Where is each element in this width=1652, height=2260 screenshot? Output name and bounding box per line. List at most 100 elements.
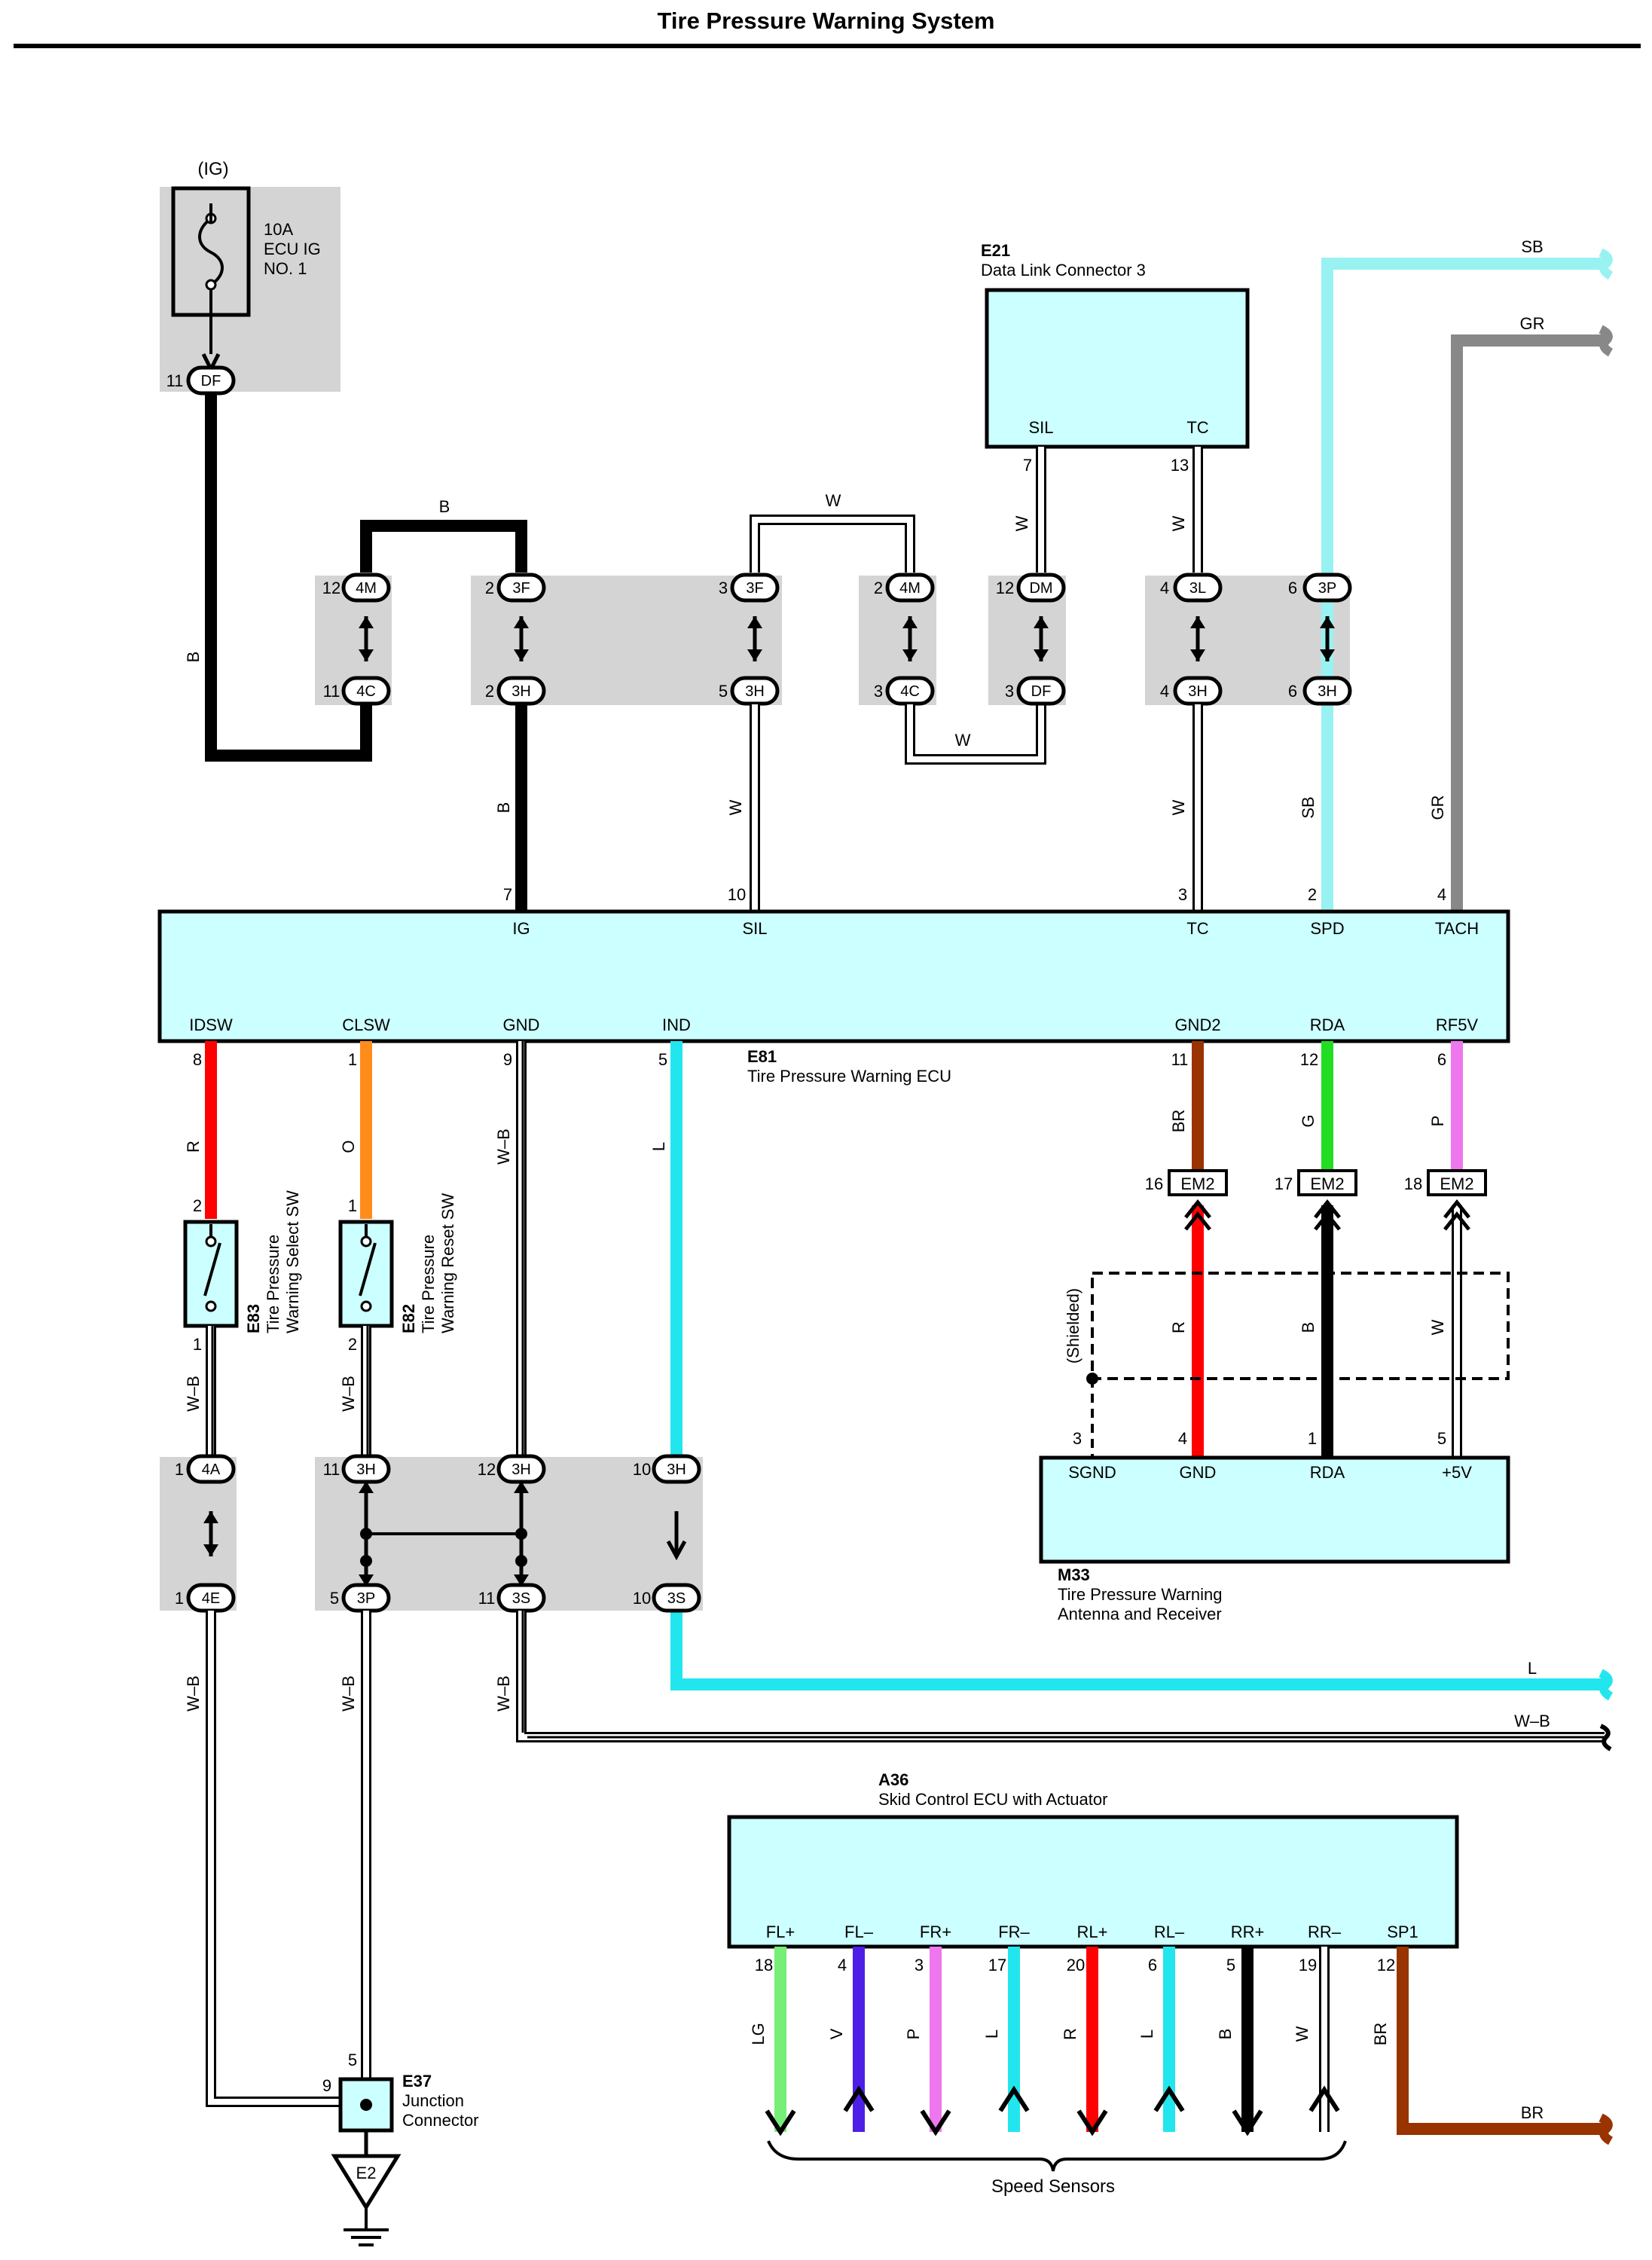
connector-3f-a: 3F [512,580,530,597]
pin-4m-right: 2 [874,579,883,597]
connector-3h-c: 3H [1188,683,1208,700]
connector-em2-a-box [1168,1169,1228,1196]
pin-em2-b: 17 [1275,1174,1293,1193]
pin-3h-d: 6 [1288,682,1297,701]
a36-skid-control-ecu [727,1815,1459,1949]
a36-pin-num-fl-minus: 4 [838,1956,847,1974]
connector-3p: 3P [1318,580,1336,597]
speed-sensors-brace [767,2140,1347,2172]
wire-label-b3: B [494,802,513,814]
a36-wire-label-fl-minus: V [827,2028,846,2039]
a36-wire-label-rr-plus: B [1216,2029,1235,2040]
wire-label-r-antenna: R [1169,1321,1188,1333]
e21-name: Data Link Connector 3 [981,261,1146,279]
e82-pin-bottom: 2 [348,1335,357,1354]
wire-label-w-top: W [826,491,841,510]
shield-label: (Shielded) [1064,1288,1083,1364]
connector-3s-a: 3S [512,1590,530,1607]
connector-4c-left: 4C [356,683,376,700]
connector-3l: 3L [1189,580,1206,597]
connector-4e: 4E [202,1590,220,1607]
fuse-name-line1: ECU IG [264,240,321,258]
a36-pin-num-rl-plus: 20 [1067,1956,1085,1974]
wire-label-sb: SB [1521,237,1543,256]
a36-wire-label-rr-minus: W [1293,2026,1312,2042]
e83-line2: Warning Select SW [283,1190,302,1333]
e81-pin-num-rda: 12 [1300,1050,1318,1069]
pin-3f-a: 2 [485,579,494,597]
connector-df-top: DF [201,373,221,389]
e81-pin-name-ind: IND [662,1015,691,1034]
connector-df-bottom: DF [1031,683,1052,700]
wire-b-top [360,520,527,573]
wire-label-gr2: GR [1428,796,1447,820]
wire-l-ind [670,1041,1605,1690]
pin-3h-b: 5 [719,682,728,701]
e37-pin-left: 9 [322,2076,331,2095]
a36-pin-num-sp1: 12 [1377,1956,1395,1974]
e21-data-link-connector [985,288,1250,449]
e81-pin-num-ig: 7 [503,885,512,904]
connector-4c-right: 4C [900,683,920,700]
ground-label: E2 [356,2164,377,2182]
pin-3p: 6 [1288,579,1297,597]
e81-pin-num-tc: 3 [1178,885,1187,904]
a36-pin-name-fr-plus: FR+ [920,1923,951,1941]
e82-line1: Tire Pressure [419,1235,438,1333]
wire-br-sp1 [1397,1947,1605,2135]
connector-3h-g: 3H [667,1461,686,1478]
a36-pin-name-sp1: SP1 [1387,1923,1418,1941]
a36-wire-label-fr-minus: L [982,2029,1001,2039]
e21-num-sil: 7 [1023,456,1032,475]
connector-em2-b-box [1297,1169,1357,1196]
e81-pin-num-tach: 4 [1437,885,1446,904]
a36-wire-label-fl-plus: LG [749,2023,768,2045]
connector-dm: DM [1029,580,1052,597]
a36-pin-num-rl-minus: 6 [1148,1956,1157,1974]
e81-code: E81 [747,1047,777,1066]
wire-w-bottom [905,704,1046,765]
a36-wire-label-rl-plus: R [1061,2028,1079,2040]
e81-pin-name-spd: SPD [1310,919,1344,938]
connector-3s-b: 3S [667,1590,686,1607]
connector-3h-e: 3H [356,1461,376,1478]
connector-4a: 4A [202,1461,221,1478]
pin-dm: 12 [996,579,1014,597]
e81-pin-num-gnd: 9 [503,1050,512,1069]
wire-br-end [1599,2113,1614,2145]
wire-label-w-antenna: W [1428,1319,1447,1335]
connector-em2-b: EM2 [1310,1174,1344,1193]
e37-line2: Connector [402,2111,479,2130]
e82-line2: Warning Reset SW [438,1193,457,1333]
e81-pin-name-rf5v: RF5V [1436,1015,1479,1034]
wire-label-wb-gnd: W–B [494,1128,513,1165]
fuse-rating: 10A [264,220,293,239]
wire-label-wb1: W–B [184,1376,203,1412]
shield-box [1091,1272,1510,1380]
connector-3h-b: 3H [745,683,765,700]
wire-label-br-gnd2: BR [1169,1110,1188,1133]
wire-sb [1321,258,1605,912]
a36-sensor-arrow-fl-minus [843,2085,875,2112]
m33-pin-num-5v: 5 [1437,1429,1446,1448]
a36-pin-name-fl-minus: FL– [844,1923,874,1941]
a36-pin-group: FL+18LGFL–4VFR+3PFR–17LRL+20RRL–6LRR+5BR… [749,1923,1418,2136]
title-rule [14,44,1641,48]
pin-4c-right: 3 [874,682,883,701]
pin-4a: 1 [175,1460,184,1479]
e21-pin-tc: TC [1186,418,1208,437]
e81-pin-name-clsw: CLSW [342,1015,390,1034]
wire-l-end [1599,1669,1614,1701]
a36-wire-label-rl-minus: L [1137,2029,1156,2039]
e81-pin-num-ind: 5 [658,1050,667,1069]
a36-sensor-arrow-rr-minus [1308,2085,1340,2112]
connector-3h-f: 3H [511,1461,531,1478]
e83-code: E83 [244,1304,263,1333]
wire-label-b2: B [439,497,450,516]
pin-3h-e: 11 [323,1460,340,1479]
e21-code: E21 [981,241,1010,260]
e37-pin-top: 5 [348,2051,357,2069]
wire-label-w-bottom: W [955,731,971,750]
connector-em2-a: EM2 [1180,1174,1214,1193]
pin-em2-c: 18 [1404,1174,1422,1193]
